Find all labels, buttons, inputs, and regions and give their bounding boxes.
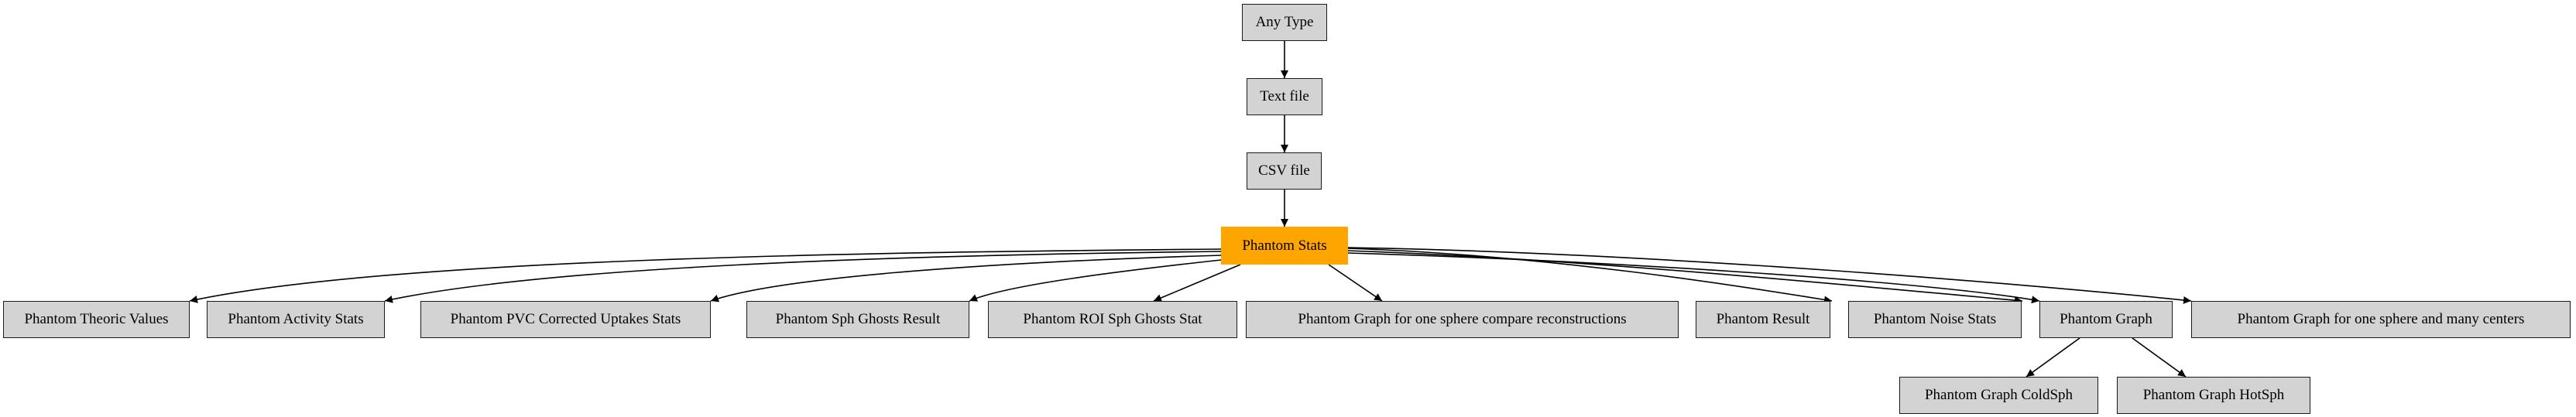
- edge-phantom_stats-to-sph_ghosts: [969, 259, 1222, 302]
- edge-phantom_stats-to-noise: [1347, 250, 2023, 305]
- node-text-file[interactable]: Text file: [1247, 78, 1322, 115]
- node-csv-file[interactable]: CSV file: [1247, 152, 1322, 190]
- node-phantom-graph-hotsph[interactable]: Phantom Graph HotSph: [2117, 377, 2310, 414]
- edge-phantom_stats-to-graph_centers: [1347, 247, 2192, 304]
- node-phantom-graph-coldsph[interactable]: Phantom Graph ColdSph: [1899, 377, 2098, 414]
- node-phantom-activity-stats[interactable]: Phantom Activity Stats: [207, 301, 385, 338]
- node-phantom-stats[interactable]: Phantom Stats: [1221, 227, 1348, 265]
- edge-phantom_stats-to-graph_compare: [1328, 264, 1383, 302]
- node-phantom-roi-sph-ghosts-stat[interactable]: Phantom ROI Sph Ghosts Stat: [988, 301, 1237, 338]
- node-phantom-graph[interactable]: Phantom Graph: [2039, 301, 2173, 338]
- node-phantom-pvc-stats[interactable]: Phantom PVC Corrected Uptakes Stats: [420, 301, 711, 338]
- node-phantom-graph-compare[interactable]: Phantom Graph for one sphere compare rec…: [1246, 301, 1679, 338]
- edge-phantom_stats-to-pvc: [710, 255, 1222, 302]
- node-any-type[interactable]: Any Type: [1242, 4, 1327, 41]
- node-phantom-graph-many-centers[interactable]: Phantom Graph for one sphere and many ce…: [2191, 301, 2571, 338]
- edge-phantom_stats-to-activity: [384, 251, 1222, 303]
- node-phantom-theoric-values[interactable]: Phantom Theoric Values: [3, 301, 190, 338]
- edge-phantom_stats-to-roi_sph: [1153, 264, 1241, 302]
- edge-phantom_stats-to-graph: [1347, 252, 2040, 304]
- edge-graph-to-hot: [2132, 337, 2187, 378]
- edge-phantom_stats-to-result: [1347, 248, 1833, 304]
- edge-phantom_stats-to-theoric: [189, 248, 1222, 303]
- edge-graph-to-cold: [2025, 337, 2080, 378]
- node-phantom-noise-stats[interactable]: Phantom Noise Stats: [1848, 301, 2022, 338]
- node-phantom-result[interactable]: Phantom Result: [1696, 301, 1830, 338]
- node-phantom-sph-ghosts-result[interactable]: Phantom Sph Ghosts Result: [746, 301, 969, 338]
